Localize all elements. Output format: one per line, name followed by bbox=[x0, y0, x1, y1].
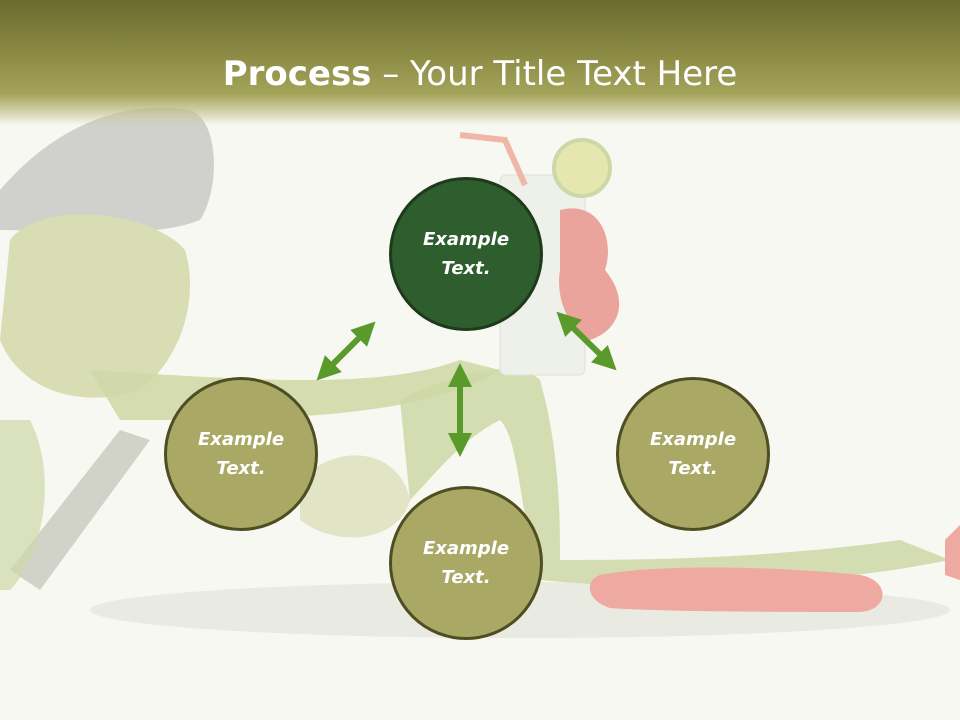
slide-title: Process – Your Title Text Here bbox=[0, 52, 960, 96]
node-left[interactable]: Example Text. bbox=[164, 377, 318, 531]
arrow-top-right bbox=[556, 311, 617, 371]
node-top-text: Example Text. bbox=[422, 229, 510, 279]
arrow-top-left bbox=[316, 321, 376, 381]
title-bar bbox=[0, 0, 960, 125]
node-bottom[interactable]: Example Text. bbox=[389, 486, 543, 640]
node-left-text: Example Text. bbox=[197, 429, 285, 479]
node-right-text: Example Text. bbox=[649, 429, 737, 479]
title-bold: Process bbox=[222, 54, 372, 94]
node-bottom-text: Example Text. bbox=[422, 538, 510, 588]
node-right[interactable]: Example Text. bbox=[616, 377, 770, 531]
node-top[interactable]: Example Text. bbox=[389, 177, 543, 331]
title-rest: – Your Title Text Here bbox=[371, 54, 738, 94]
